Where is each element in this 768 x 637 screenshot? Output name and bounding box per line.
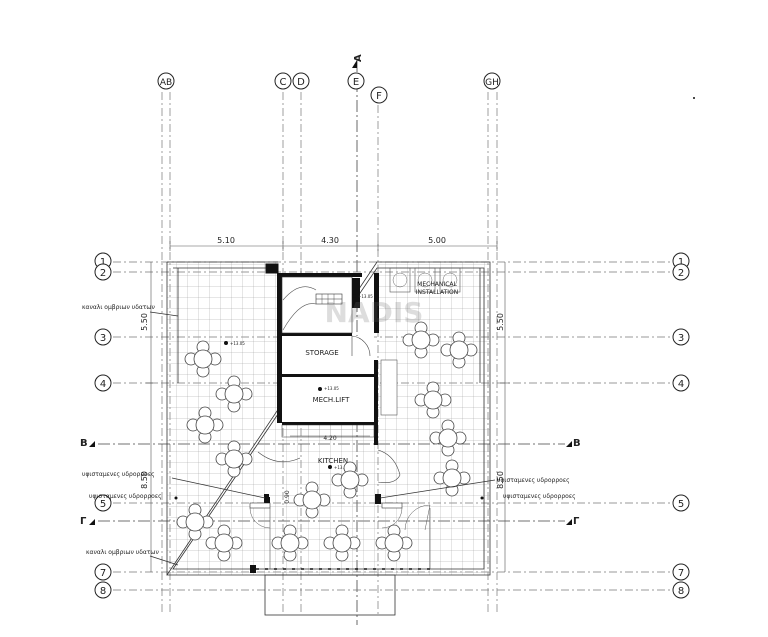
annotations: καναλι ομβριων υδατων καναλι ομβριων υδα… — [82, 304, 576, 566]
top-dimension-line: 5.10 4.30 5.00 — [169, 236, 498, 251]
core-rooms: STORAGE MECH.LIFT +13.05 4.20 — [281, 335, 398, 442]
drain-note-right-2: υφισταμενες υδρορροες — [503, 493, 576, 500]
svg-text:B: B — [573, 438, 581, 449]
svg-text:8: 8 — [100, 586, 106, 597]
column-label-c: C — [280, 77, 287, 88]
svg-text:+13.05: +13.05 — [324, 386, 339, 391]
drains — [174, 496, 484, 503]
svg-text:+13.05: +13.05 — [334, 465, 349, 470]
svg-text:8.50: 8.50 — [140, 471, 149, 489]
svg-text:5: 5 — [678, 499, 684, 510]
staircase: +13.05 — [281, 276, 373, 334]
svg-text:INSTALLATION: INSTALLATION — [416, 289, 458, 296]
svg-text:1: 1 — [100, 257, 106, 268]
room-label-kitchen: KITCHEN — [318, 457, 348, 465]
room-label-mechanical: MECHANICAL — [417, 281, 457, 288]
svg-text:Γ: Γ — [573, 516, 580, 527]
room-label-lift: MECH.LIFT — [313, 396, 351, 404]
mechanical-units: MECHANICAL INSTALLATION — [389, 267, 461, 296]
svg-text:+13.05: +13.05 — [230, 341, 245, 346]
svg-text:5.00: 5.00 — [428, 236, 446, 245]
svg-text:7: 7 — [100, 568, 106, 579]
svg-text:5.50: 5.50 — [140, 313, 149, 331]
svg-text:Γ: Γ — [80, 516, 87, 527]
pergola — [250, 508, 431, 573]
svg-text:B: B — [80, 438, 88, 449]
svg-text:8.50: 8.50 — [496, 471, 505, 489]
row-markers: 1 2 3 4 5 7 8 1 2 3 4 5 7 8 — [94, 252, 690, 599]
mid-dimension: 4.20 — [323, 435, 337, 442]
column-label-e: E — [353, 77, 359, 88]
svg-text:4: 4 — [100, 379, 106, 390]
svg-text:3: 3 — [678, 333, 684, 344]
section-a-marker: A — [352, 54, 364, 68]
svg-text:7: 7 — [678, 568, 684, 579]
svg-text:A: A — [353, 54, 364, 62]
svg-text:0.90: 0.90 — [284, 490, 291, 504]
section-g-marker: Γ Γ — [80, 516, 580, 527]
svg-text:5.10: 5.10 — [217, 236, 235, 245]
column-markers: AB C D E F GH — [157, 72, 501, 104]
drain-note-left-2: υφισταμενες υδρορροες — [89, 493, 162, 500]
section-b-marker: B B — [80, 438, 581, 449]
svg-text:5.50: 5.50 — [496, 313, 505, 331]
svg-text:4.30: 4.30 — [321, 236, 339, 245]
svg-text:2: 2 — [100, 268, 106, 279]
svg-text:5: 5 — [100, 499, 106, 510]
svg-text:4: 4 — [678, 379, 684, 390]
watermark: NADIS — [325, 296, 424, 329]
room-label-storage: STORAGE — [305, 349, 338, 357]
drain-note-left-1: υφισταμενες υδρορροες — [82, 471, 155, 478]
drain-note-right-1: υφισταμενες υδρορροες — [497, 477, 570, 484]
gutter-bottom-note: καναλι ομβριων υδατων — [86, 549, 159, 556]
column-label-gh: GH — [485, 78, 499, 88]
column-label-ab: AB — [160, 78, 172, 88]
gutter-top-note: καναλι ομβριων υδατων — [82, 304, 155, 311]
column-label-f: F — [376, 91, 382, 102]
svg-text:8: 8 — [678, 586, 684, 597]
svg-text:1: 1 — [678, 257, 684, 268]
svg-text:NADIS: NADIS — [325, 296, 424, 329]
svg-text:2: 2 — [678, 268, 684, 279]
stair-level: +13.05 — [358, 294, 373, 299]
svg-text:3: 3 — [100, 333, 106, 344]
column-label-d: D — [297, 77, 305, 88]
terrace-level: +13.05 — [224, 341, 245, 346]
kitchen: KITCHEN +13.05 0.90 — [249, 449, 431, 531]
side-dimension-lines: 5.50 8.50 5.50 8.50 — [140, 262, 510, 572]
